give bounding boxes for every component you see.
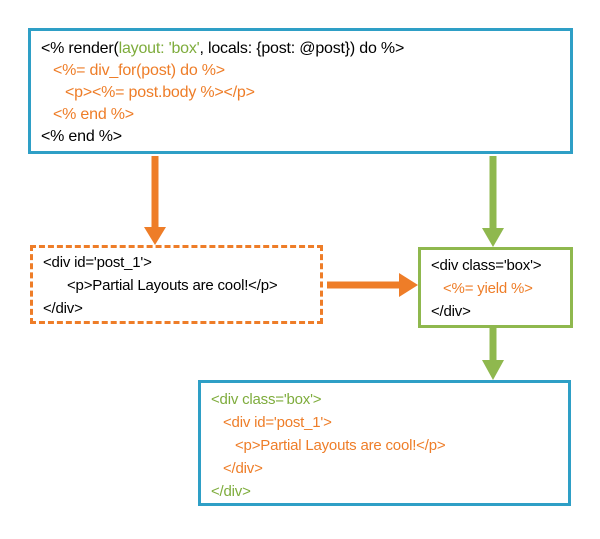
code-line: </div>	[431, 303, 471, 320]
code-line: <div id='post_1'>	[223, 414, 332, 431]
code-line: <div id='post_1'>	[43, 254, 152, 271]
code-segment-layout-option: layout: 'box'	[118, 40, 200, 57]
arrow-template-to-layout	[482, 156, 504, 247]
code-line: <%= yield %>	[443, 280, 533, 297]
code-segment: , locals: {post: @post}) do %>	[199, 40, 405, 57]
code-line: <div class='box'>	[211, 391, 322, 408]
code-line: <% render(layout: 'box', locals: {post: …	[41, 38, 560, 60]
partial-output-box: <div id='post_1'> <p>Partial Layouts are…	[30, 245, 323, 324]
code-segment: <% render(	[41, 40, 119, 57]
code-line: </div>	[211, 483, 251, 500]
final-output-box: <div class='box'> <div id='post_1'> <p>P…	[198, 380, 571, 506]
template-code-box: <% render(layout: 'box', locals: {post: …	[28, 28, 573, 154]
arrow-layout-to-output	[482, 328, 504, 380]
code-line: <p>Partial Layouts are cool!</p>	[235, 437, 446, 454]
arrow-partial-to-layout	[327, 273, 418, 297]
code-line: <div class='box'>	[431, 257, 542, 274]
arrow-template-to-partial	[144, 156, 166, 245]
code-line: <% end %>	[53, 106, 134, 123]
code-line: </div>	[43, 300, 83, 317]
code-line: <p><%= post.body %></p>	[65, 84, 255, 101]
code-line: <% end %>	[41, 128, 122, 145]
code-line: <p>Partial Layouts are cool!</p>	[67, 277, 278, 294]
layout-code-box: <div class='box'> <%= yield %> </div>	[418, 247, 573, 328]
code-line: <%= div_for(post) do %>	[53, 62, 225, 79]
code-line: </div>	[223, 460, 263, 477]
